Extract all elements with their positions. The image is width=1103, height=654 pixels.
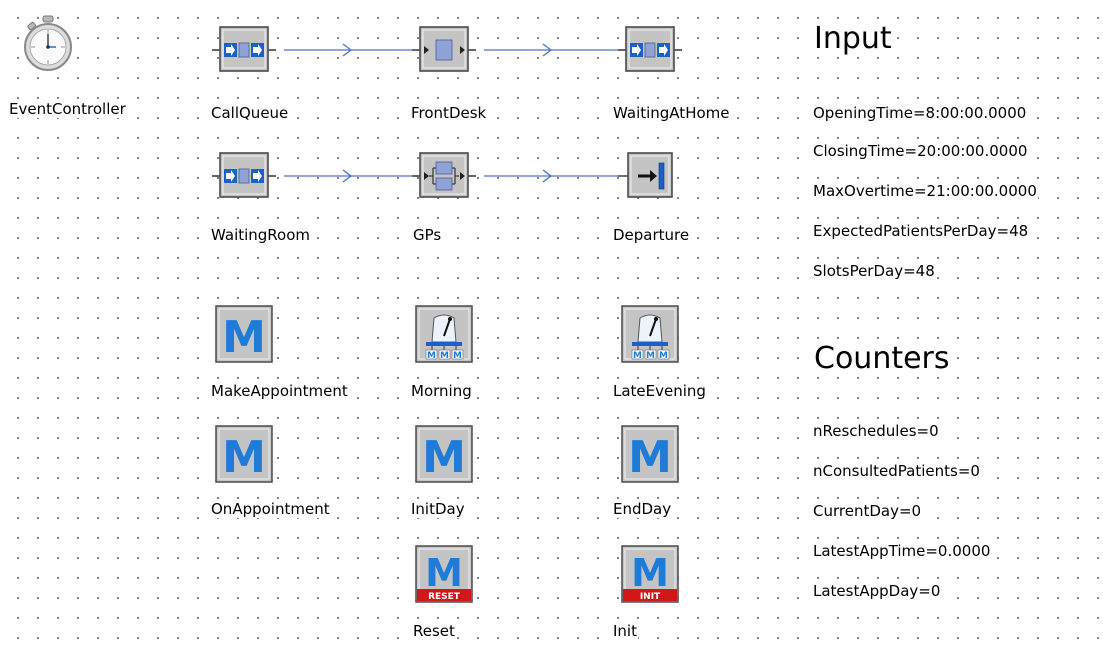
departure-icon[interactable]: [618, 151, 682, 199]
departure-label: Departure: [612, 226, 691, 244]
svg-text:M: M: [427, 351, 436, 361]
method-letter: M: [222, 312, 266, 363]
gps-parallel-station-icon[interactable]: [412, 151, 476, 199]
morning-trigger-icon[interactable]: M M M: [414, 304, 474, 364]
slots-per-day-variable[interactable]: SlotsPerDay=48: [812, 262, 936, 280]
expected-patients-variable[interactable]: ExpectedPatientsPerDay=48: [812, 222, 1030, 240]
svg-text:M: M: [453, 351, 462, 361]
init-label: Init: [612, 622, 638, 640]
init-method-icon[interactable]: M INIT: [620, 544, 680, 604]
svg-text:M: M: [631, 551, 669, 595]
opening-time-variable[interactable]: OpeningTime=8:00:00.0000: [812, 104, 1028, 122]
end-day-label: EndDay: [612, 500, 673, 518]
late-evening-trigger-icon[interactable]: M M M: [620, 304, 680, 364]
stopwatch-icon[interactable]: [18, 12, 78, 72]
svg-text:M: M: [659, 351, 668, 361]
make-appointment-method-icon[interactable]: M: [214, 304, 274, 364]
svg-text:M: M: [440, 351, 449, 361]
waiting-at-home-label: WaitingAtHome: [612, 104, 731, 122]
init-day-label: InitDay: [410, 500, 466, 518]
end-day-method-icon[interactable]: M: [620, 424, 680, 484]
waiting-at-home-icon[interactable]: [618, 25, 682, 73]
n-consulted-patients-variable[interactable]: nConsultedPatients=0: [812, 462, 981, 480]
svg-text:M: M: [425, 551, 463, 595]
counters-heading: Counters: [812, 341, 952, 376]
latest-app-day-variable[interactable]: LatestAppDay=0: [812, 582, 942, 600]
reset-method-icon[interactable]: M RESET: [414, 544, 474, 604]
svg-text:M: M: [633, 351, 642, 361]
svg-text:M: M: [646, 351, 655, 361]
on-appointment-label: OnAppointment: [210, 500, 331, 518]
gps-label: GPs: [412, 226, 443, 244]
reset-badge: RESET: [428, 592, 461, 602]
front-desk-icon[interactable]: [412, 25, 476, 73]
late-evening-label: LateEvening: [612, 382, 707, 400]
init-badge: INIT: [640, 592, 661, 602]
front-desk-label: FrontDesk: [410, 104, 488, 122]
svg-text:M: M: [222, 432, 266, 483]
latest-app-time-variable[interactable]: LatestAppTime=0.0000: [812, 542, 992, 560]
make-appointment-label: MakeAppointment: [210, 382, 349, 400]
reset-label: Reset: [412, 622, 456, 640]
waiting-room-label: WaitingRoom: [210, 226, 312, 244]
input-heading: Input: [812, 21, 894, 56]
waiting-room-icon[interactable]: [212, 151, 276, 199]
init-day-method-icon[interactable]: M: [414, 424, 474, 484]
on-appointment-method-icon[interactable]: M: [214, 424, 274, 484]
morning-label: Morning: [410, 382, 473, 400]
svg-text:M: M: [628, 432, 672, 483]
current-day-variable[interactable]: CurrentDay=0: [812, 502, 923, 520]
max-overtime-variable[interactable]: MaxOvertime=21:00:00.0000: [812, 182, 1038, 200]
call-queue-label: CallQueue: [210, 104, 290, 122]
closing-time-variable[interactable]: ClosingTime=20:00:00.0000: [812, 142, 1029, 160]
svg-text:M: M: [422, 432, 466, 483]
event-controller-label: EventController: [8, 100, 127, 118]
call-queue-icon[interactable]: [212, 25, 276, 73]
n-reschedules-variable[interactable]: nReschedules=0: [812, 422, 940, 440]
